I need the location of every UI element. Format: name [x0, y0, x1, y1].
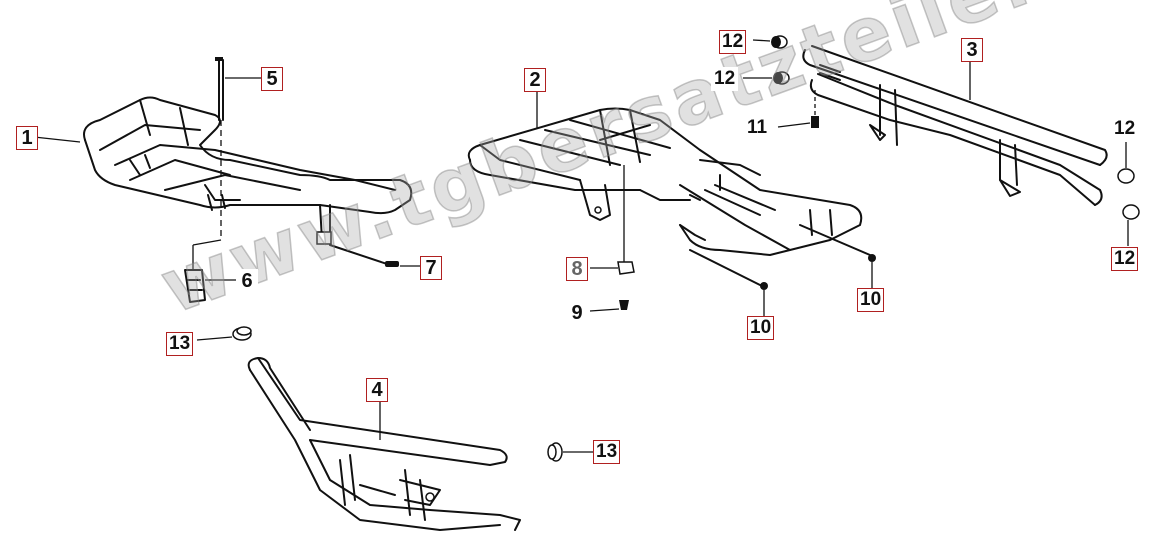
front-bumper-drawing	[247, 357, 521, 531]
callout-5[interactable]: 5	[261, 67, 283, 91]
plugs-13-drawing	[196, 326, 594, 462]
clip-8-bolt-9-drawing	[589, 165, 635, 312]
callout-11[interactable]: 11	[744, 116, 771, 140]
leader-1	[33, 136, 81, 143]
callout-1[interactable]: 1	[16, 126, 38, 150]
callout-13-right[interactable]: 13	[593, 440, 621, 464]
callout-12-right-top[interactable]: 12	[1111, 117, 1139, 141]
bolts-10-drawing	[760, 254, 876, 316]
front-rack-drawing	[83, 96, 413, 245]
callout-8[interactable]: 8	[566, 257, 588, 281]
callout-9[interactable]: 9	[566, 301, 588, 325]
callout-10-right[interactable]: 10	[857, 288, 885, 312]
screw-7-drawing	[329, 244, 420, 267]
callout-2[interactable]: 2	[524, 68, 546, 92]
callout-7[interactable]: 7	[420, 256, 442, 280]
caps-12-drawing	[743, 35, 1140, 246]
bolt-11-drawing	[777, 90, 819, 128]
callout-4[interactable]: 4	[366, 378, 388, 402]
callout-3[interactable]: 3	[961, 38, 983, 62]
rear-rack-drawing	[467, 90, 871, 286]
callout-10-left[interactable]: 10	[747, 316, 775, 340]
bracket-drawing	[184, 239, 236, 303]
callout-12-second[interactable]: 12	[711, 67, 739, 91]
callout-12-top[interactable]: 12	[719, 30, 747, 54]
long-bolt-drawing	[215, 57, 262, 240]
callout-12-right-bottom[interactable]: 12	[1111, 247, 1139, 271]
rear-bar-drawing	[802, 45, 1108, 206]
callout-6[interactable]: 6	[236, 269, 258, 293]
callout-13-left[interactable]: 13	[166, 332, 194, 356]
